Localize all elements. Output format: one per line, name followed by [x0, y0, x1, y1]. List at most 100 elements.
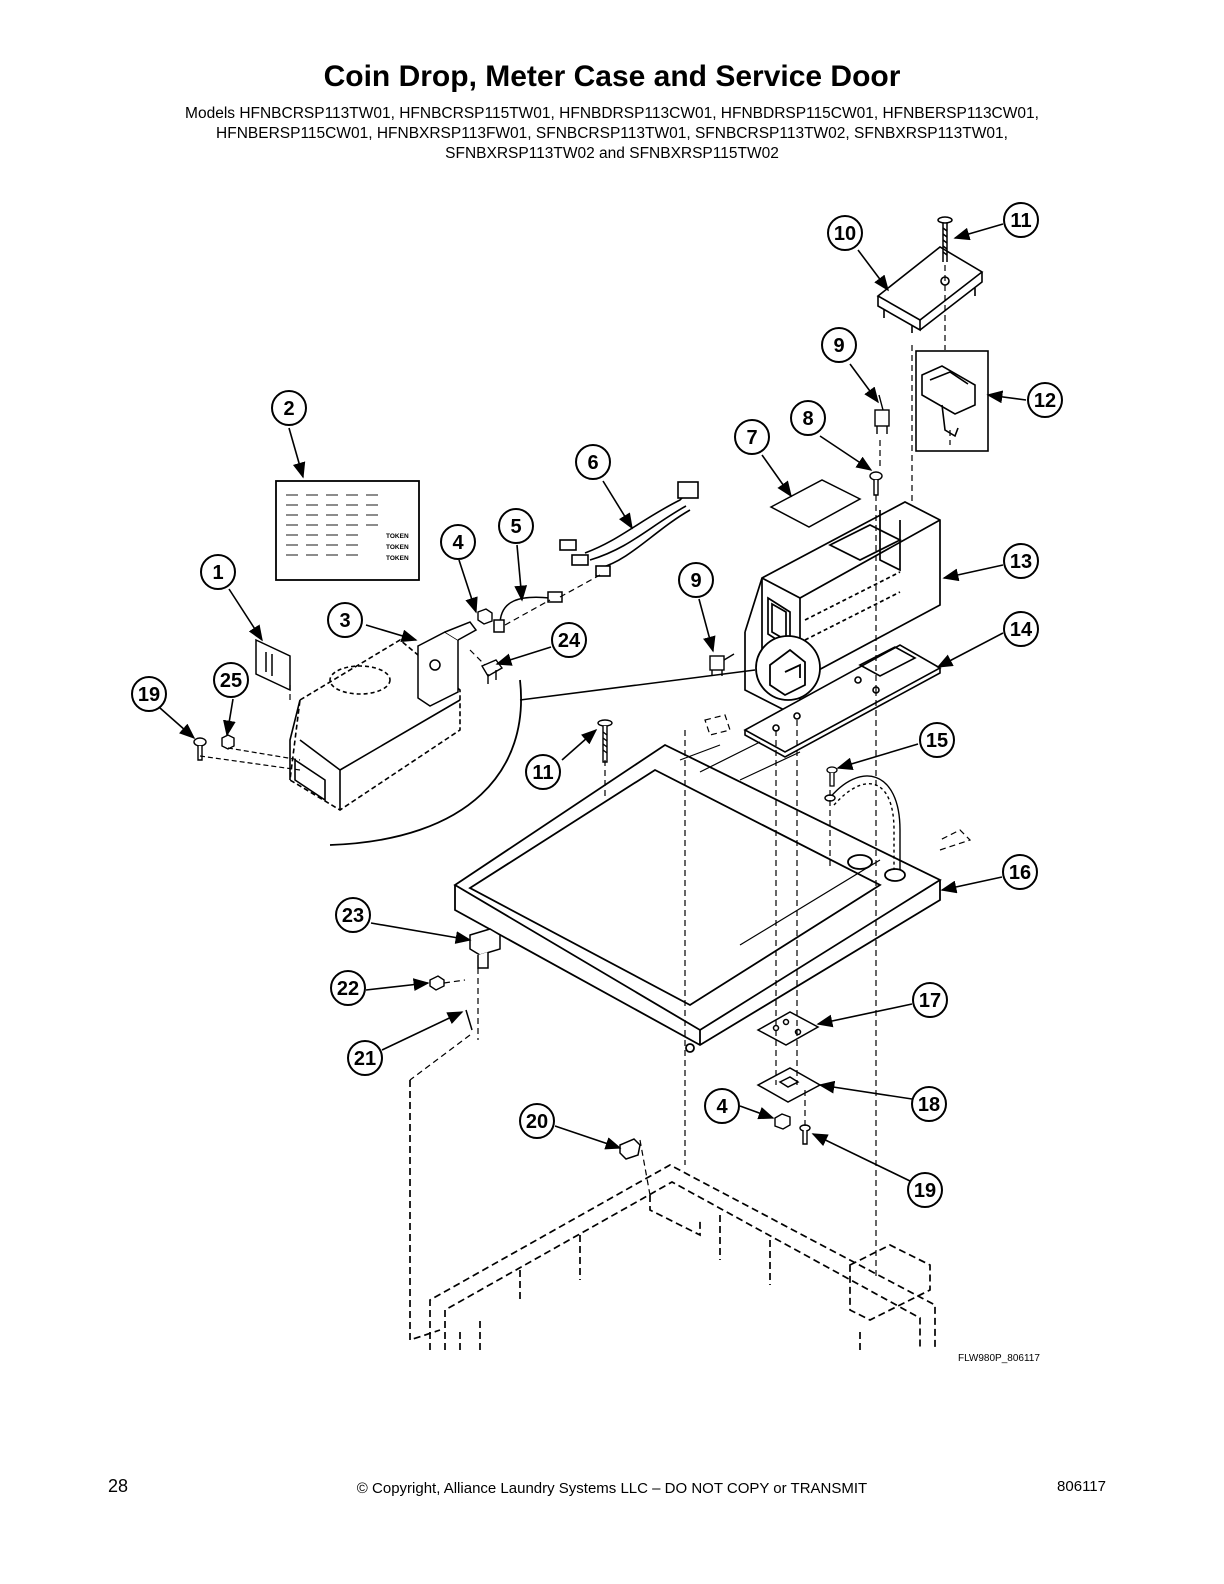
callout-7: 7 [734, 419, 770, 455]
switch-wire-5 [493, 591, 563, 633]
page-title: Coin Drop, Meter Case and Service Door [323, 60, 901, 93]
hinge-pin-21 [465, 1009, 473, 1031]
screw-19a [193, 737, 207, 761]
svg-text:9: 9 [690, 570, 701, 592]
switch-upper [874, 394, 890, 434]
svg-text:7: 7 [746, 427, 757, 449]
screw-11b [597, 719, 613, 763]
cabinet-outline [409, 1080, 936, 1350]
callout-12: 12 [1027, 382, 1063, 418]
svg-text:18: 18 [918, 1094, 940, 1116]
page-number: 28 [108, 1476, 129, 1496]
decal-label [769, 479, 862, 528]
svg-text:1: 1 [212, 562, 223, 584]
callout-24: 24 [551, 622, 587, 658]
assembly-guides [289, 265, 972, 1280]
callout-22: 22 [330, 970, 366, 1006]
svg-text:22: 22 [337, 978, 359, 1000]
callout-1: 1 [200, 554, 236, 590]
bracket-18 [756, 1067, 822, 1103]
callout-19: 19 [907, 1172, 943, 1208]
coin-slot-insert [255, 638, 291, 692]
callout-19: 19 [131, 676, 167, 712]
callout-4: 4 [704, 1088, 740, 1124]
lock-bracket-inset [915, 350, 989, 452]
detail-magnifier [519, 635, 821, 701]
svg-text:11: 11 [532, 762, 553, 784]
callouts: 10 11 9 12 2 8 7 6 5 4 1 9 13 3 24 14 25… [131, 202, 1063, 1208]
token-label: TOKEN [386, 555, 409, 562]
model-list: Models HFNBCRSP113TW01, HFNBCRSP115TW01,… [60, 104, 1164, 164]
callout-10: 10 [827, 215, 863, 251]
svg-text:11: 11 [1010, 210, 1031, 232]
svg-text:3: 3 [339, 610, 350, 632]
callout-9: 9 [821, 327, 857, 363]
svg-text:6: 6 [587, 452, 598, 474]
callout-8: 8 [790, 400, 826, 436]
detail-arc [329, 679, 522, 846]
wire-harness-6 [559, 481, 699, 577]
svg-text:10: 10 [834, 223, 856, 245]
callout-14: 14 [1003, 611, 1039, 647]
svg-text:8: 8 [802, 408, 813, 430]
svg-text:9: 9 [833, 335, 844, 357]
svg-text:23: 23 [342, 905, 364, 927]
callout-16: 16 [1002, 854, 1038, 890]
switch-lower [709, 653, 735, 676]
screw-19b [799, 1124, 811, 1145]
plate-17 [756, 1011, 820, 1046]
clip-20 [619, 1138, 641, 1160]
token-label: TOKEN [386, 544, 409, 551]
svg-text:16: 16 [1009, 862, 1031, 884]
screw-15 [826, 766, 838, 787]
mounting-screw [869, 471, 883, 496]
callout-5: 5 [498, 508, 534, 544]
callout-11: 11 [1003, 202, 1039, 238]
document-number: 806117 [1057, 1478, 1106, 1495]
svg-text:19: 19 [914, 1180, 936, 1202]
callout-3: 3 [327, 602, 363, 638]
svg-text:21: 21 [354, 1048, 376, 1070]
callout-15: 15 [919, 722, 955, 758]
svg-text:13: 13 [1010, 551, 1032, 573]
svg-text:19: 19 [138, 684, 160, 706]
callout-6: 6 [575, 444, 611, 480]
console-top [453, 741, 942, 1053]
svg-text:14: 14 [1010, 619, 1033, 641]
svg-text:4: 4 [716, 1096, 728, 1118]
hinge-23 [469, 928, 501, 969]
figure-code: FLW980P_806117 [958, 1353, 1040, 1364]
model-list-line: Models HFNBCRSP113TW01, HFNBCRSP115TW01,… [185, 105, 1039, 122]
svg-text:2: 2 [283, 398, 294, 420]
callout-4: 4 [440, 524, 476, 560]
nut-25 [221, 734, 235, 750]
cover-screw [937, 216, 953, 262]
callout-11: 11 [525, 754, 561, 790]
model-list-line: HFNBERSP115CW01, HFNBXRSP113FW01, SFNBCR… [216, 125, 1008, 142]
model-list-line: SFNBXRSP113TW02 and SFNBXRSP115TW02 [445, 145, 779, 162]
callout-9: 9 [678, 562, 714, 598]
svg-text:17: 17 [919, 990, 941, 1012]
svg-text:12: 12 [1034, 390, 1056, 412]
leader-lines [159, 223, 1027, 1182]
callout-25: 25 [213, 662, 249, 698]
meter-case-cover [876, 246, 984, 333]
nut-4a [477, 608, 493, 625]
svg-text:5: 5 [510, 516, 521, 538]
token-label: TOKEN [386, 533, 409, 540]
callout-21: 21 [347, 1040, 383, 1076]
copyright-notice: © Copyright, Alliance Laundry Systems LL… [356, 1480, 868, 1497]
callout-20: 20 [519, 1103, 555, 1139]
svg-text:4: 4 [452, 532, 464, 554]
token-decal-card: TOKEN TOKEN TOKEN [275, 480, 420, 581]
callout-2: 2 [271, 390, 307, 426]
callout-23: 23 [335, 897, 371, 933]
svg-text:25: 25 [220, 670, 242, 692]
svg-text:24: 24 [558, 630, 581, 652]
callout-18: 18 [911, 1086, 947, 1122]
coin-mechanism [417, 621, 478, 707]
coin-drop-housing [289, 639, 461, 811]
screw-22 [429, 975, 445, 991]
callout-17: 17 [912, 982, 948, 1018]
